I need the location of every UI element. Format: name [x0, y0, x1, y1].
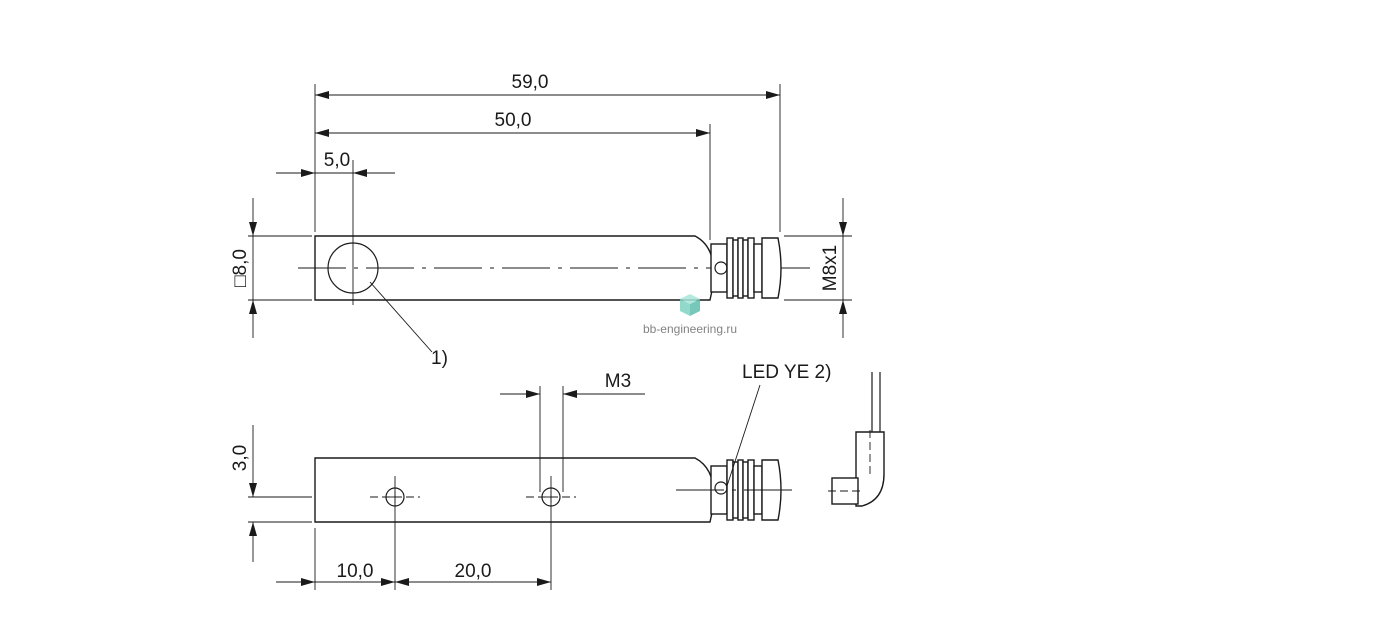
sensor-body-side — [314, 457, 715, 523]
watermark-text: bb-engineering.ru — [643, 322, 737, 336]
leader-sensing-face — [369, 281, 433, 353]
dim-square-size: □8,0 — [230, 249, 251, 287]
leader-led — [726, 384, 761, 487]
side-view: M3 3,0 10,0 20,0 LED YE 2) — [230, 362, 831, 590]
watermark: bb-engineering.ru — [643, 294, 737, 336]
connector-top — [710, 237, 782, 299]
top-view: 59,0 50,0 5,0 □8,0 M8x1 1) — [230, 72, 852, 369]
dim-hole-spacing: 20,0 — [455, 561, 492, 582]
dim-overall-length: 59,0 — [512, 72, 549, 93]
callout-sensing-face: 1) — [431, 348, 448, 369]
dim-mount-height: 3,0 — [230, 445, 251, 471]
dim-sensing-offset: 5,0 — [324, 150, 350, 171]
led-window-side — [714, 481, 728, 495]
dim-mount-thread: M3 — [605, 371, 631, 392]
dim-connector-thread: M8x1 — [820, 245, 841, 291]
dim-hole-offset: 10,0 — [337, 561, 374, 582]
callout-led: LED YE 2) — [742, 362, 831, 383]
angled-connector-view — [828, 372, 885, 507]
watermark-cube-icon — [680, 294, 700, 316]
dim-body-length: 50,0 — [495, 110, 532, 131]
led-window-top — [714, 261, 728, 275]
